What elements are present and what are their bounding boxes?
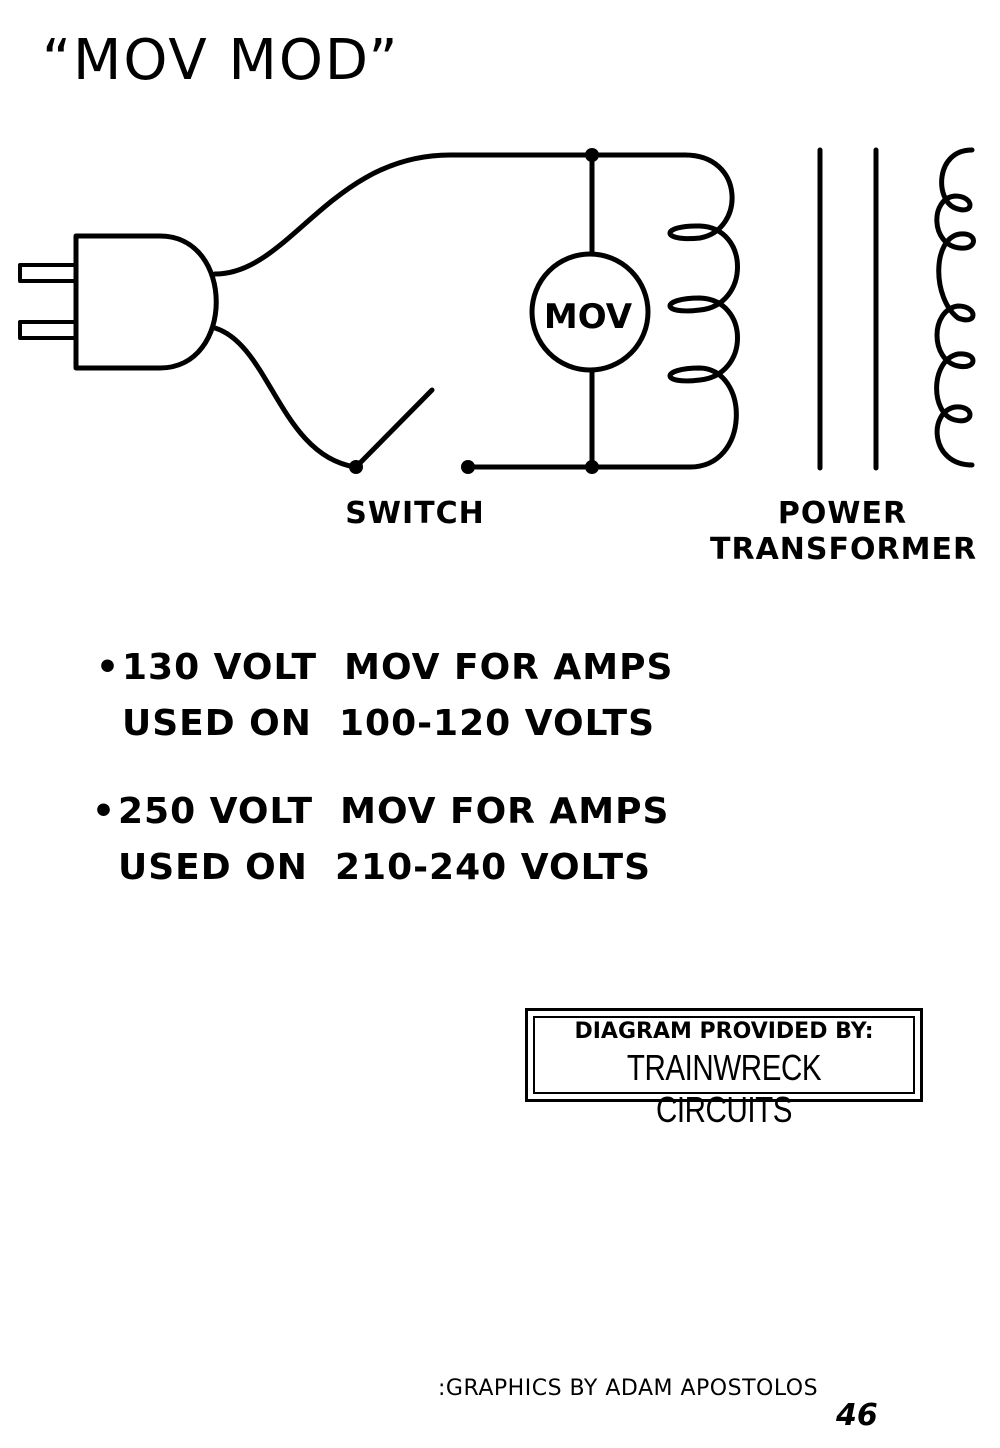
secondary-coil xyxy=(934,147,976,468)
top-wire xyxy=(212,152,688,277)
credit-box: DIAGRAM PROVIDED BY: TRAINWRECK CIRCUITS xyxy=(525,1008,923,1130)
graphics-credit: :GRAPHICS BY ADAM APOSTOLOS xyxy=(438,1376,819,1401)
credit-provided-by: DIAGRAM PROVIDED BY: xyxy=(574,1019,874,1044)
switch-contact-left xyxy=(349,460,363,474)
note-250v-line2: USED ON 210-240 VOLTS xyxy=(118,847,652,888)
switch-contact-right xyxy=(461,460,475,474)
note-130v: • 130 VOLT MOV FOR AMPS USED ON 100-120 … xyxy=(96,640,674,752)
bullet-icon: • xyxy=(92,791,117,832)
credit-company: TRAINWRECK CIRCUITS xyxy=(626,1047,822,1130)
junction-dot-bottom xyxy=(585,460,599,474)
plug-prong-bottom xyxy=(18,320,78,340)
note-130v-line2: USED ON 100-120 VOLTS xyxy=(122,703,656,744)
plug-body xyxy=(73,233,219,371)
bottom-wire xyxy=(212,325,358,470)
bullet-icon: • xyxy=(96,647,121,688)
note-130v-line1: 130 VOLT MOV FOR AMPS xyxy=(122,647,674,688)
plug-prong-top xyxy=(18,263,78,283)
primary-coil xyxy=(667,152,740,470)
page-number: 46 xyxy=(836,1398,878,1433)
power-transformer-label-line1: POWER xyxy=(777,496,908,531)
mov-mod-schematic: MOV xyxy=(18,147,976,474)
switch-lever xyxy=(355,387,435,468)
junction-dot-top xyxy=(585,148,599,162)
switch-label: SWITCH xyxy=(345,496,485,531)
power-transformer-label-line2: TRANSFORMER xyxy=(710,532,978,567)
mov-component xyxy=(529,251,651,373)
mov-label: MOV xyxy=(544,297,633,337)
page-title: “MOV MOD” xyxy=(42,28,400,93)
note-250v-line1: 250 VOLT MOV FOR AMPS xyxy=(118,791,670,832)
note-250v: • 250 VOLT MOV FOR AMPS USED ON 210-240 … xyxy=(92,784,670,896)
credit-inner-border xyxy=(533,1016,915,1094)
power-transformer-label: POWER TRANSFORMER xyxy=(710,496,978,568)
